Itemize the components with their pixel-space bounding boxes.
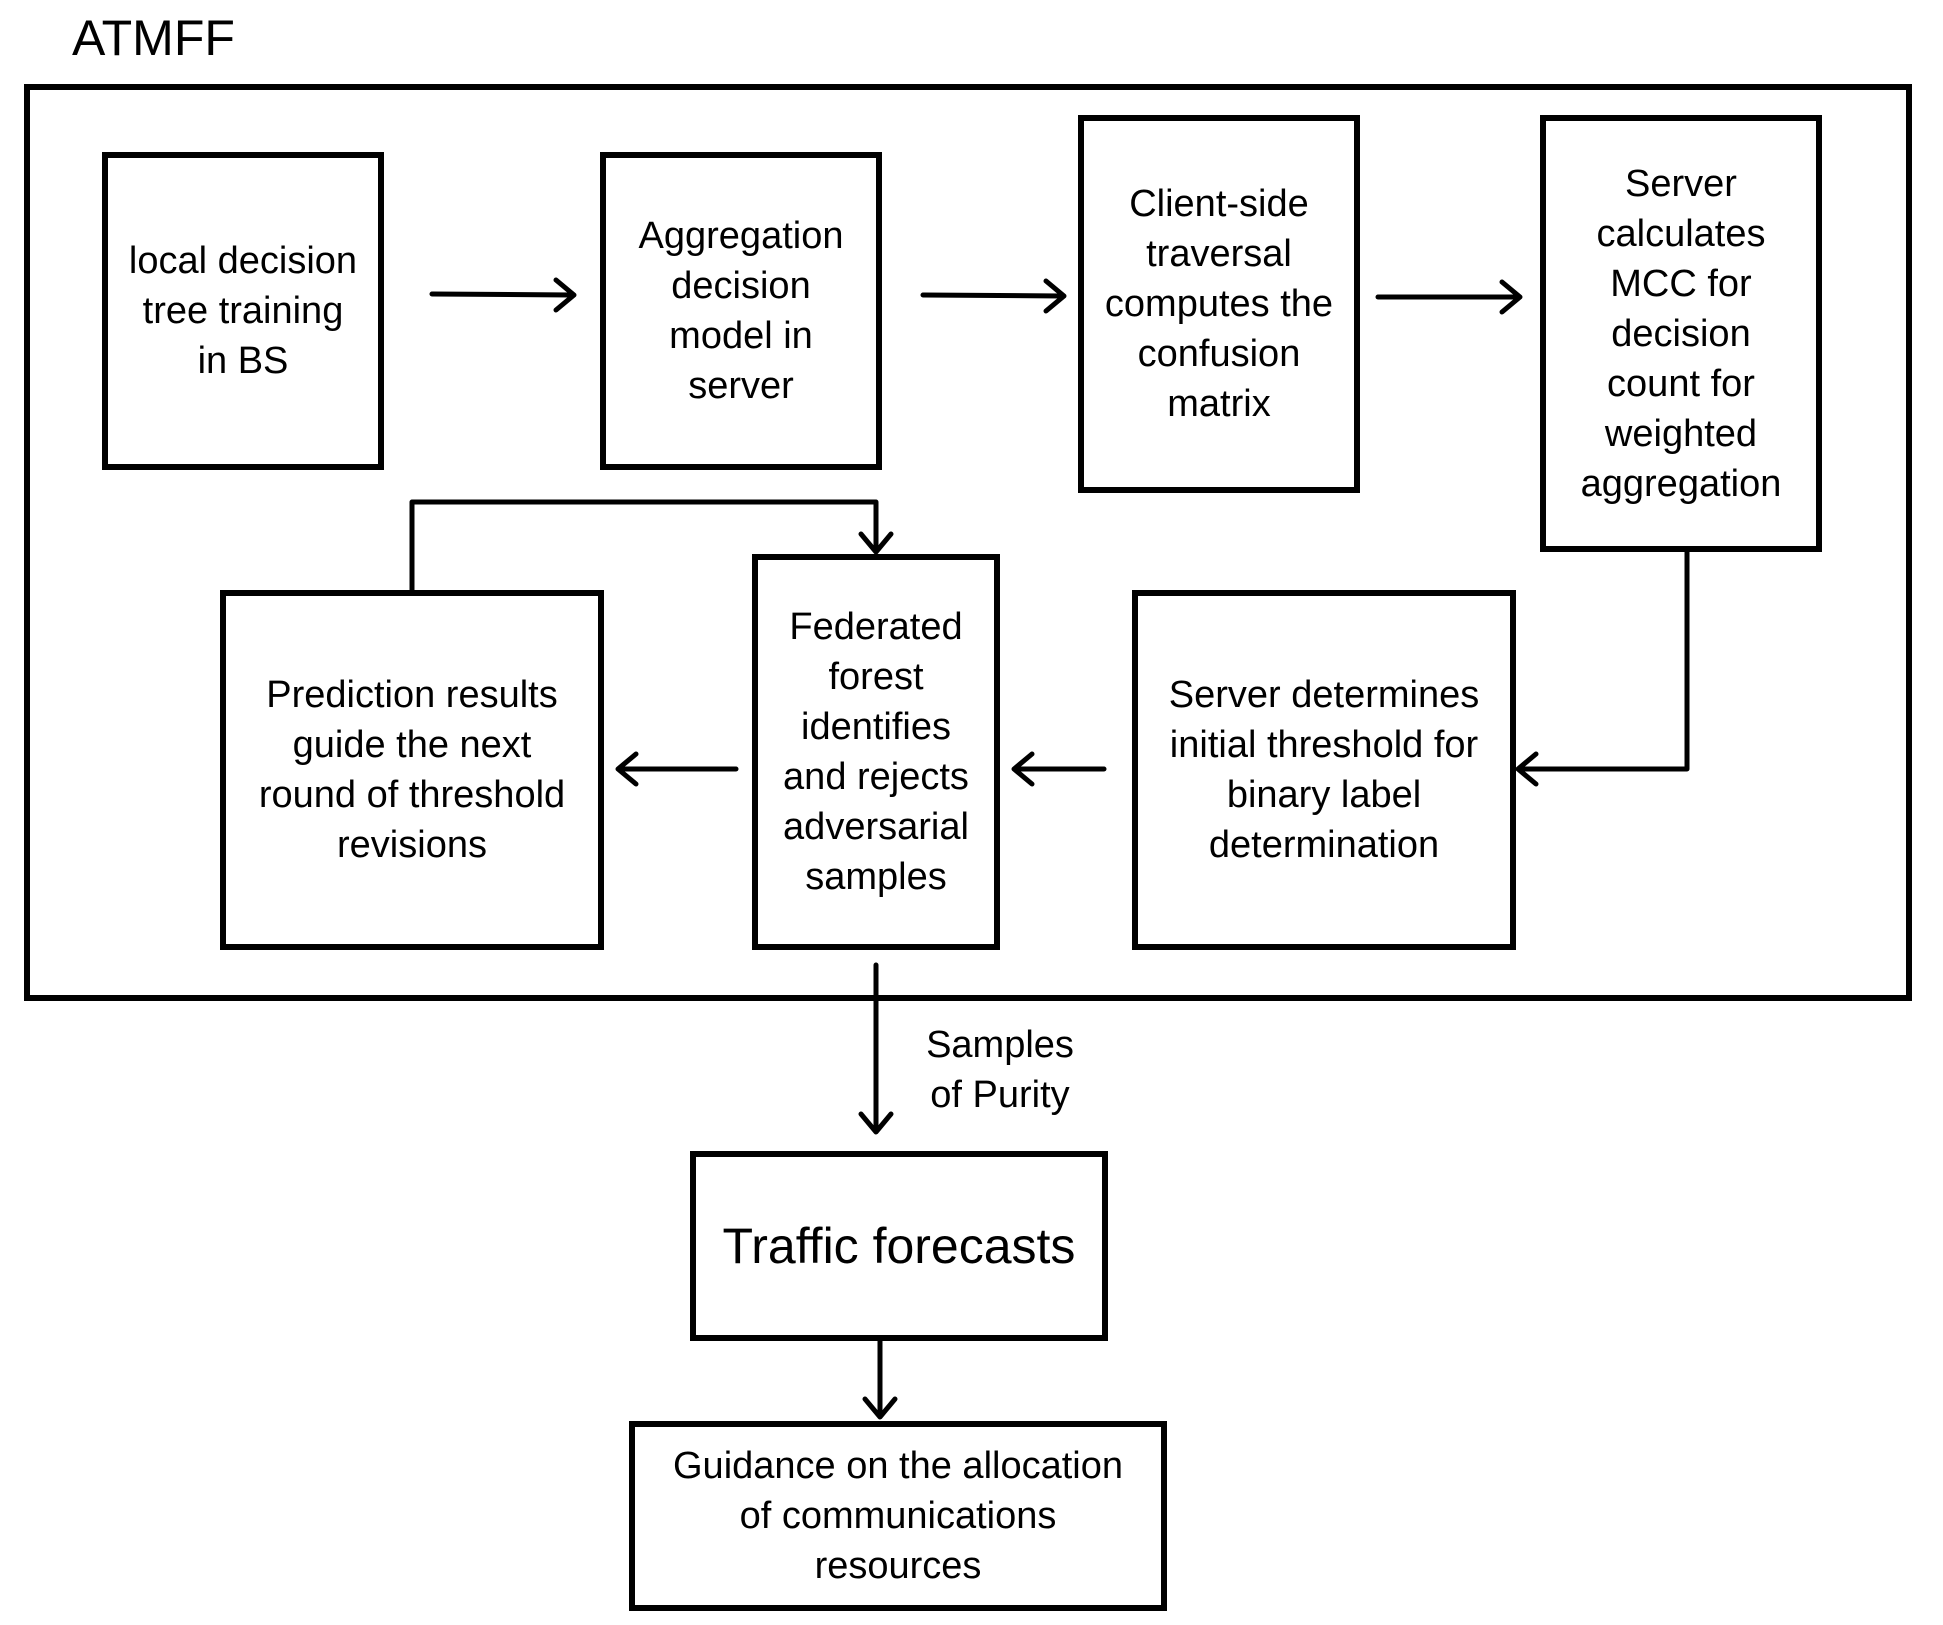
arrow-forest-to-forecasts [858, 962, 894, 1135]
arrow-aggregation-to-client [920, 278, 1067, 314]
arrow-prediction-to-forest-feedback [409, 499, 894, 593]
diagram-title: ATMFF [72, 10, 235, 66]
server-threshold-box: Server determines initial threshold for … [1132, 590, 1516, 950]
federated-forest-box: Federated forest identifies and rejects … [752, 554, 1000, 950]
guidance-box: Guidance on the allocation of communicat… [629, 1421, 1167, 1611]
local-training-label: local decision tree training in BS [128, 240, 358, 382]
arrow-threshold-to-forest [1011, 751, 1107, 787]
client-traversal-label: Client-side traversal computes the confu… [1104, 183, 1334, 425]
client-traversal-box: Client-side traversal computes the confu… [1078, 115, 1360, 493]
federated-forest-label: Federated forest identifies and rejects … [783, 606, 969, 898]
server-threshold-label: Server determines initial threshold for … [1168, 674, 1480, 866]
aggregation-box: Aggregation decision model in server [600, 152, 882, 470]
traffic-forecasts-box: Traffic forecasts [690, 1151, 1108, 1341]
arrow-mcc-to-threshold [1515, 549, 1690, 787]
arrow-local-to-aggregation [429, 277, 577, 313]
server-mcc-label: Server calculates MCC for decision count… [1580, 162, 1782, 505]
traffic-forecasts-label: Traffic forecasts [722, 1218, 1076, 1274]
purity-edge-label: Samples of Purity [926, 1024, 1074, 1116]
aggregation-label: Aggregation decision model in server [638, 215, 844, 407]
prediction-results-box: Prediction results guide the next round … [220, 590, 604, 950]
atmff-frame [24, 84, 1912, 1001]
prediction-results-label: Prediction results guide the next round … [258, 674, 566, 866]
arrow-forest-to-prediction [615, 751, 739, 787]
arrow-forecasts-to-guidance [862, 1338, 898, 1420]
local-training-box: local decision tree training in BS [102, 152, 384, 470]
guidance-label: Guidance on the allocation of communicat… [673, 1445, 1123, 1587]
arrow-client-to-mcc [1375, 279, 1523, 315]
server-mcc-box: Server calculates MCC for decision count… [1540, 115, 1822, 552]
